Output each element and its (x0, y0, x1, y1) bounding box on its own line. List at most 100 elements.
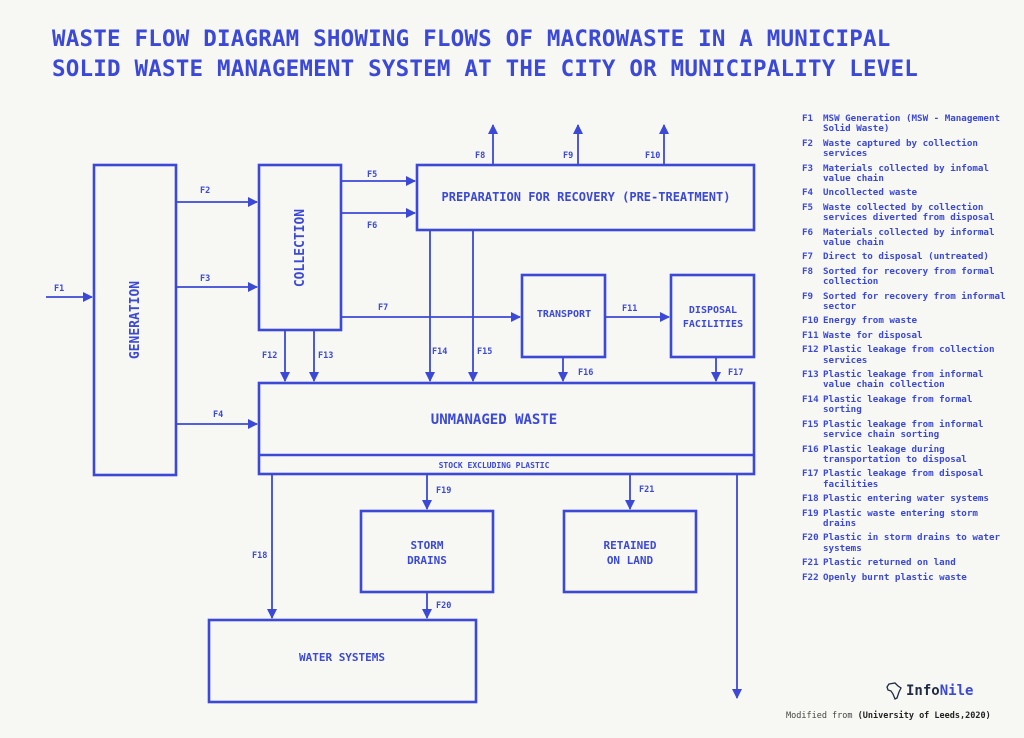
retained-label-line2: ON LAND (607, 554, 654, 567)
legend-code: F3 (802, 162, 814, 174)
flow-label-f20: F20 (436, 601, 451, 611)
credit-source: (University of Leeds,2020) (857, 711, 991, 721)
water-systems-box (207, 618, 478, 704)
flow-label-f21: F21 (639, 485, 654, 495)
legend-item: F21 Plastic returned on land (802, 557, 1007, 569)
stock-label: STOCK EXCLUDING PLASTIC (439, 461, 550, 470)
legend-code: F16 (802, 443, 819, 455)
disposal-box (669, 273, 756, 359)
legend-text: Plastic leakage from formal sorting (823, 393, 973, 416)
flow-label-f18: F18 (252, 551, 267, 561)
legend-item: F9 Sorted for recovery from informal sect… (802, 290, 1007, 313)
infonile-logo: InfoNile (886, 682, 973, 700)
legend-code: F17 (802, 468, 819, 480)
legend-text: MSW Generation (MSW - Management Solid W… (823, 113, 1001, 135)
legend-text: Plastic leakage from informal value chai… (823, 369, 984, 391)
legend-text: Plastic leakage from collection services (823, 344, 995, 366)
collection-box (257, 163, 343, 332)
source-credit: Modified from (University of Leeds,2020) (786, 711, 991, 721)
legend-code: F10 (802, 315, 819, 327)
flow-label-f13: F13 (318, 351, 333, 361)
legend-text: Waste captured by collection services (823, 137, 978, 160)
flow-label-f6: F6 (367, 221, 377, 231)
legend-item: F4 Uncollected waste (802, 187, 1007, 199)
generation-label: GENERATION (128, 281, 143, 359)
legend-item: F17 Plastic leakage from disposal facilit… (802, 469, 1007, 490)
legend-code: F4 (802, 187, 814, 199)
legend-item: F10 Energy from waste (802, 315, 1007, 327)
legend-text: Sorted for recovery from formal collecti… (823, 265, 995, 288)
legend-code: F19 (802, 507, 819, 519)
title-line-2: SOLID WASTE MANAGEMENT SYSTEM AT THE CIT… (52, 56, 919, 82)
retained-label-line1: RETAINED (604, 539, 657, 552)
legend-item: F8 Sorted for recovery from formal collec… (802, 265, 1007, 288)
flow-label-f15: F15 (477, 347, 492, 357)
legend-code: F18 (802, 493, 819, 505)
legend-item: F13 Plastic leakage from informal value c… (802, 370, 1007, 391)
legend-code: F1 (802, 113, 814, 124)
title-line-1: WASTE FLOW DIAGRAM SHOWING FLOWS OF MACR… (52, 26, 891, 52)
flow-label-f7: F7 (378, 303, 388, 313)
disposal-label-line2: FACILITIES (683, 319, 743, 330)
legend-item: F7 Direct to disposal (untreated) (802, 251, 1007, 263)
preparation-box (415, 163, 756, 232)
legend-item: F12 Plastic leakage from collection servi… (802, 345, 1007, 366)
legend-text: Materials collected by informal value ch… (823, 226, 995, 248)
credit-prefix: Modified from (786, 711, 858, 721)
africa-map-icon (886, 682, 902, 700)
legend-text: Uncollected waste (823, 187, 918, 199)
water-systems-label: WATER SYSTEMS (299, 651, 385, 664)
legend-code: F7 (802, 251, 814, 263)
flow-label-f14: F14 (432, 347, 447, 357)
legend-item: F1 MSW Generation (MSW - Management Solid… (802, 113, 1007, 135)
legend-code: F12 (802, 344, 819, 356)
legend-item: F19 Plastic waste entering storm drains (802, 507, 1007, 530)
generation-box (92, 163, 178, 477)
storm-drains-label-line2: DRAINS (407, 554, 447, 567)
flow-label-f11: F11 (622, 304, 637, 314)
legend-text: Direct to disposal (untreated) (823, 251, 989, 263)
flow-label-f17: F17 (728, 368, 743, 378)
collection-label: COLLECTION (293, 209, 308, 287)
legend-text: Plastic in storm drains to water systems (823, 532, 1001, 554)
unmanaged-waste-box (257, 381, 756, 476)
flow-label-f16: F16 (578, 368, 593, 378)
flow-label-f9: F9 (563, 151, 573, 161)
legend-item: F16 Plastic leakage during transportation… (802, 443, 1007, 466)
flow-label-f10: F10 (645, 151, 660, 161)
legend-code: F20 (802, 532, 819, 544)
legend-text: Plastic entering water systems (823, 493, 989, 505)
legend-text: Sorted for recovery from informal sector (823, 290, 1006, 312)
preparation-label: PREPARATION FOR RECOVERY (PRE-TREATMENT) (442, 190, 731, 204)
legend-code: F6 (802, 226, 814, 238)
unmanaged-waste-label: UNMANAGED WASTE (431, 412, 557, 428)
disposal-label-line1: DISPOSAL (689, 305, 737, 316)
legend-code: F9 (802, 290, 814, 302)
legend-code: F8 (802, 265, 814, 277)
legend-text: Plastic waste entering storm drains (823, 507, 978, 529)
legend-text: Plastic leakage during transportation to… (823, 443, 967, 465)
legend-item: F18 Plastic entering water systems (802, 493, 1007, 505)
legend-code: F11 (802, 329, 819, 341)
legend-code: F13 (802, 369, 819, 381)
legend-text: Energy from waste (823, 315, 918, 327)
legend-text: Plastic leakage from informal service ch… (823, 418, 984, 441)
legend-code: F5 (802, 201, 814, 213)
flow-label-f19: F19 (436, 486, 451, 496)
flow-label-f1: F1 (54, 284, 64, 294)
flow-label-f3: F3 (200, 274, 210, 284)
logo-part-2: Nile (939, 683, 974, 699)
legend-code: F21 (802, 557, 819, 569)
legend-text: Plastic leakage from disposal facilities (823, 468, 984, 490)
retained-on-land-box (562, 509, 698, 594)
legend-text: Openly burnt plastic waste (823, 571, 967, 583)
legend-text: Plastic returned on land (823, 557, 956, 569)
